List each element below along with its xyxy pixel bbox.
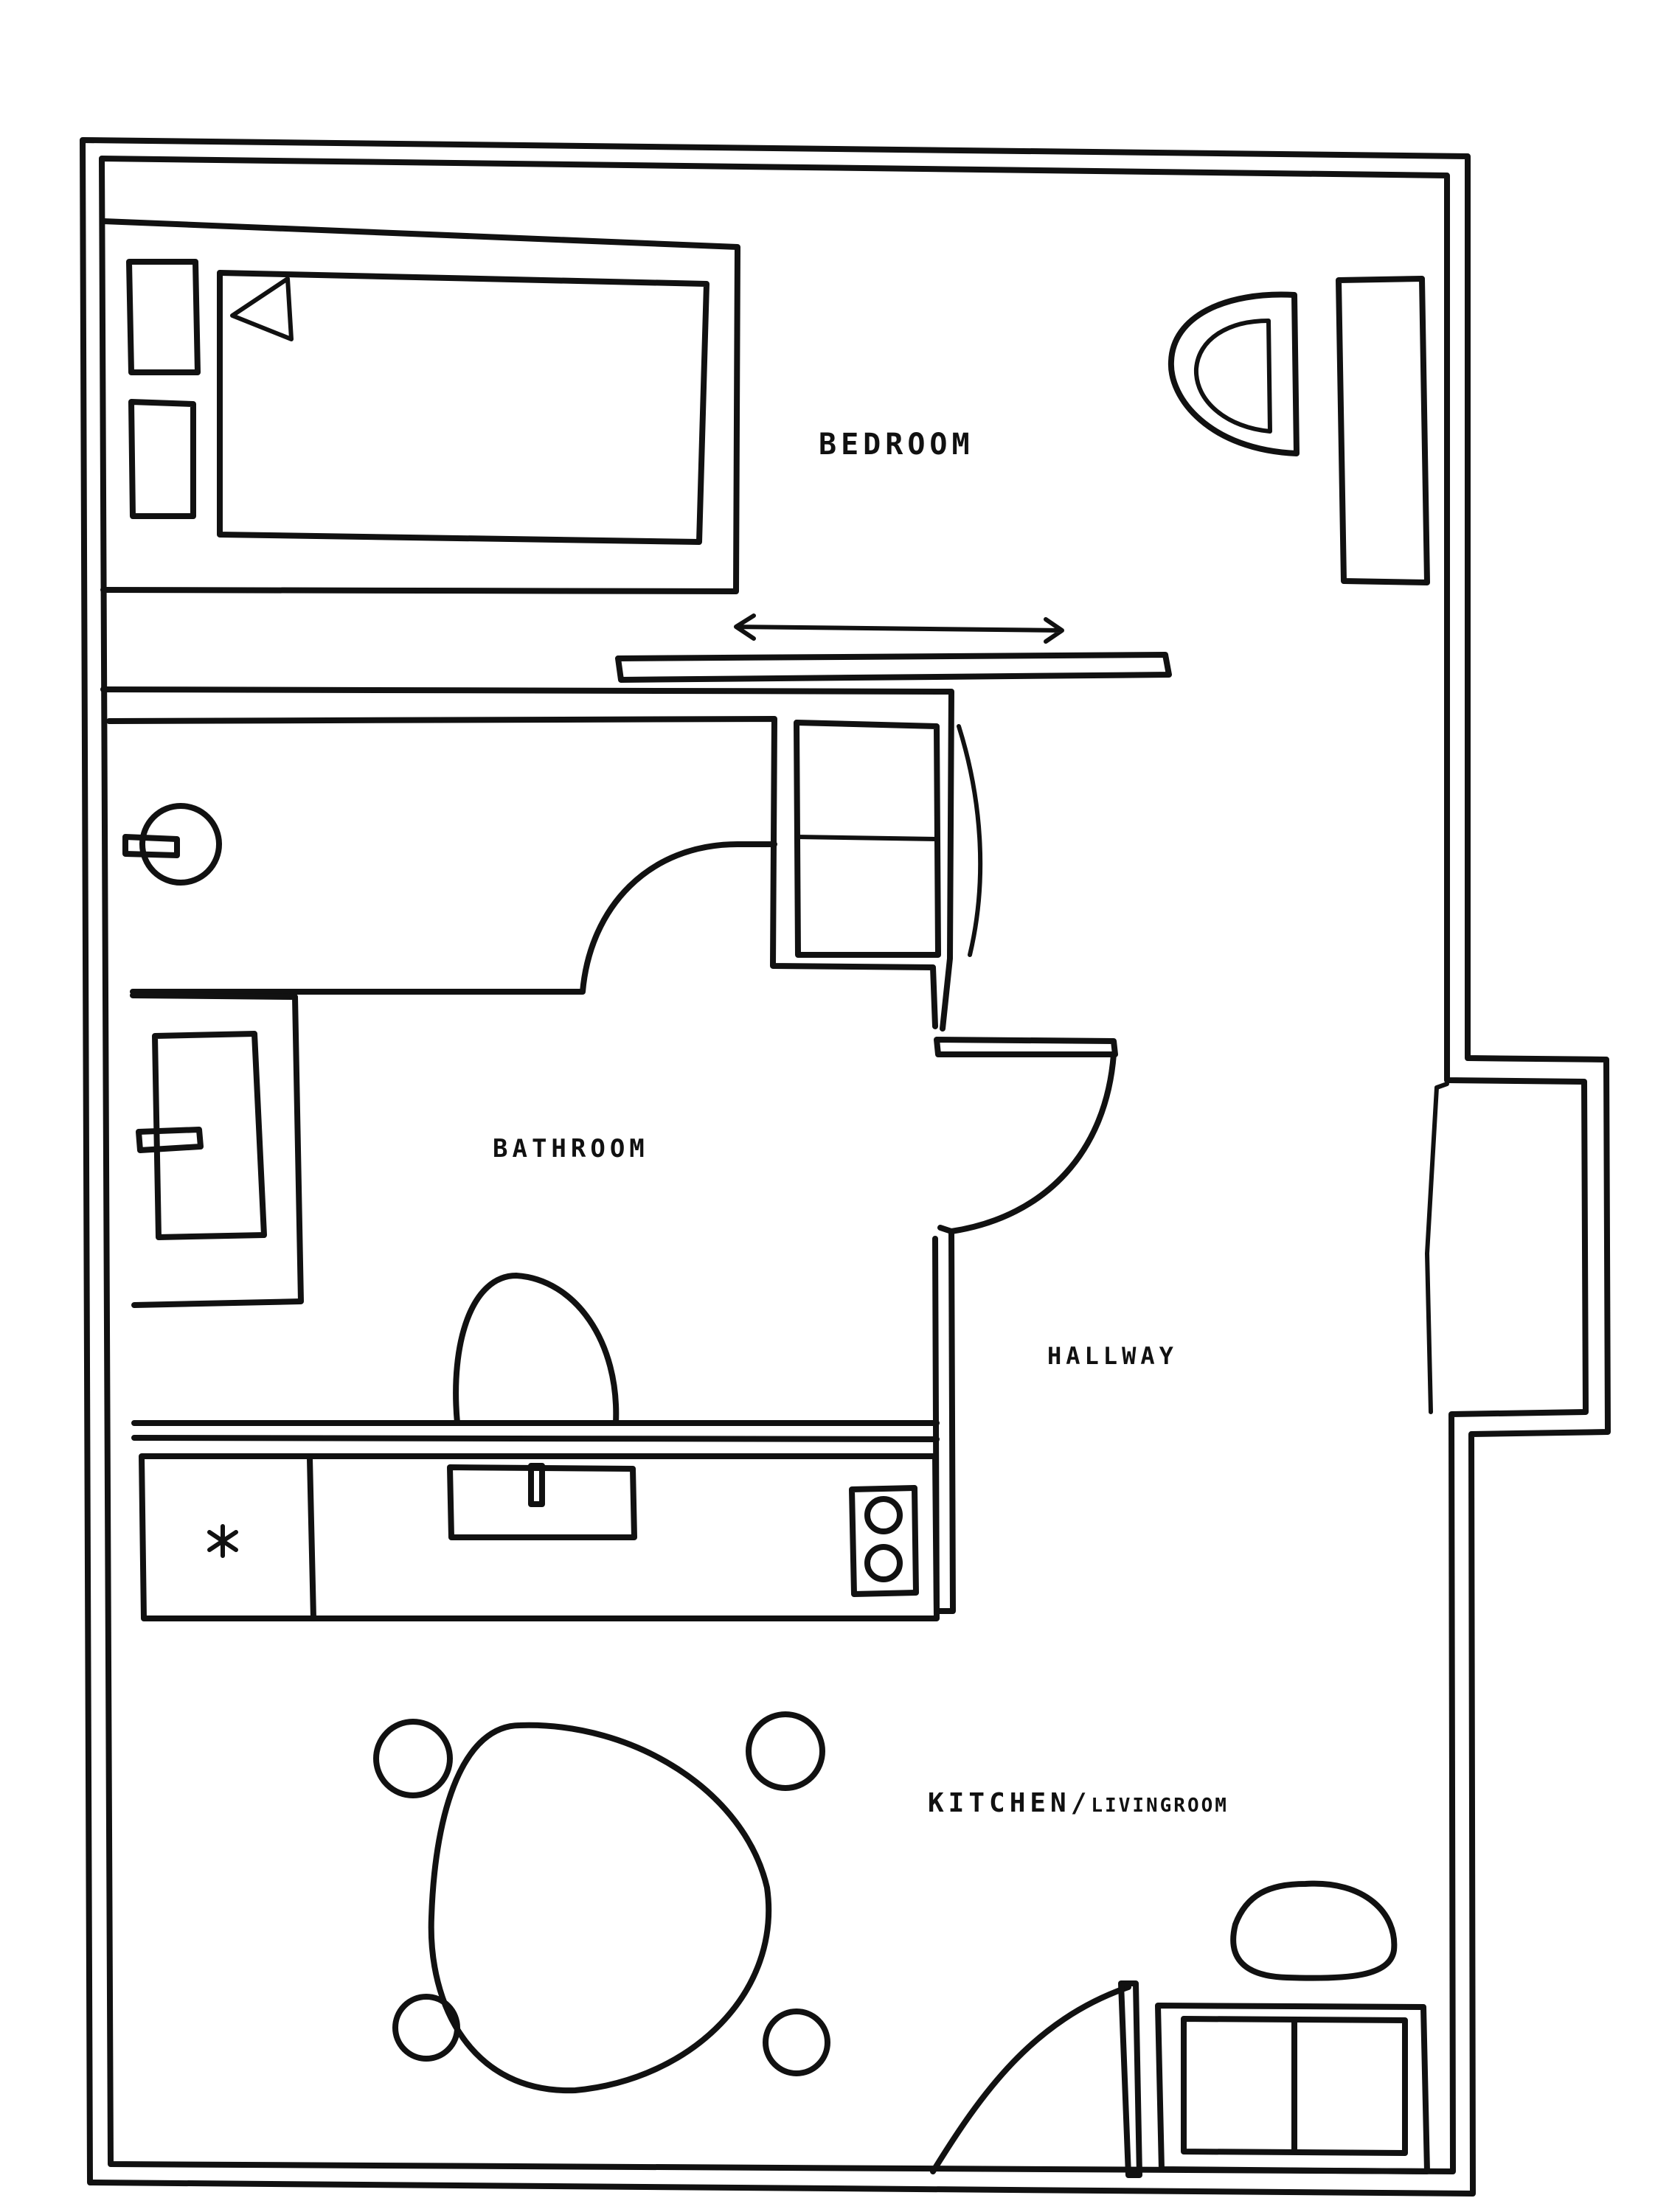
bathroom-north-wall [106,716,938,1029]
dining-chair-top-right [746,1711,825,1791]
room-label-bedroom: BEDROOM [819,428,974,462]
living-area [1155,1880,1430,2174]
bathroom-fixtures [122,803,620,1426]
side-table [1230,1880,1398,1981]
bathroom-south-wall [131,1420,940,1442]
entry-door [930,1980,1142,2178]
sliding-door-arrow [734,613,1064,644]
stove-burner-top [864,1496,903,1534]
kitchen-sink [447,1464,637,1540]
stove-burner-bottom [864,1544,903,1582]
outer-walls [80,137,1611,2197]
kitchen-counter [139,1453,940,1621]
room-label-hallway: HALLWAY [1047,1342,1178,1370]
room-label-livingroom: LIVINGROOM [1091,1795,1229,1817]
dining-chair-bottom-left [392,1994,460,2062]
bathroom-door [934,1037,1118,1234]
dining-table [428,1722,772,2094]
bed [126,259,709,545]
room-label-kitchen: KITCHEN/ [928,1788,1092,1818]
asterisk-icon [207,1524,238,1558]
toilet [453,1273,620,1426]
bathroom-closet-shelf [794,835,939,841]
room-label-bathroom: BATHROOM [493,1134,649,1164]
dining-chair-bottom-right [763,2008,830,2076]
room-label-kitchen-livingroom: KITCHEN/LIVINGROOM [928,1788,1229,1818]
dining-chair-top-left [373,1719,453,1798]
stovetop [849,1485,919,1597]
bathroom-closet [794,720,941,958]
dining-set [373,1711,830,2094]
kitchen-faucet [528,1463,545,1507]
shower-head [139,803,222,886]
outer-wall-inner-line [99,156,1589,2174]
desk-chair [1167,291,1300,456]
window-inner-line [1425,1085,1439,1414]
bathroom-door-leaf [934,1037,1118,1057]
nightstand-upper [126,259,201,375]
sliding-door-track [615,652,1172,683]
entry-door-swing [930,1984,1131,2174]
counter-outline [139,1453,940,1621]
bathroom-door-swing [948,1051,1117,1234]
fridge-divider [307,1455,316,1621]
bedroom-desk [1167,276,1430,585]
bedroom-walls [100,218,1172,1032]
desk-chair-seat [1193,319,1272,434]
vanity-counter [130,992,304,1308]
desk [1336,276,1430,585]
right-window [1425,1082,1449,1414]
sofa-outer [1155,2003,1430,2174]
closet-door-swing [957,724,983,957]
bathroom-shower-wall [130,841,777,995]
sofa-seat [1181,2016,1408,2156]
bathroom-faucet [136,1127,204,1153]
bed-frame [217,270,709,545]
nightstand-lower [128,399,196,519]
bathroom-sink [152,1031,267,1240]
entry-door-leaf [1118,1980,1142,2178]
bedroom-closet-wall [100,218,740,594]
bed-pillow-fold [230,276,294,341]
bedroom-south-wall [100,686,954,1032]
asterisk-strokes [207,1524,238,1558]
outer-wall-outer-line [80,137,1611,2197]
shower-pipe [122,834,180,858]
